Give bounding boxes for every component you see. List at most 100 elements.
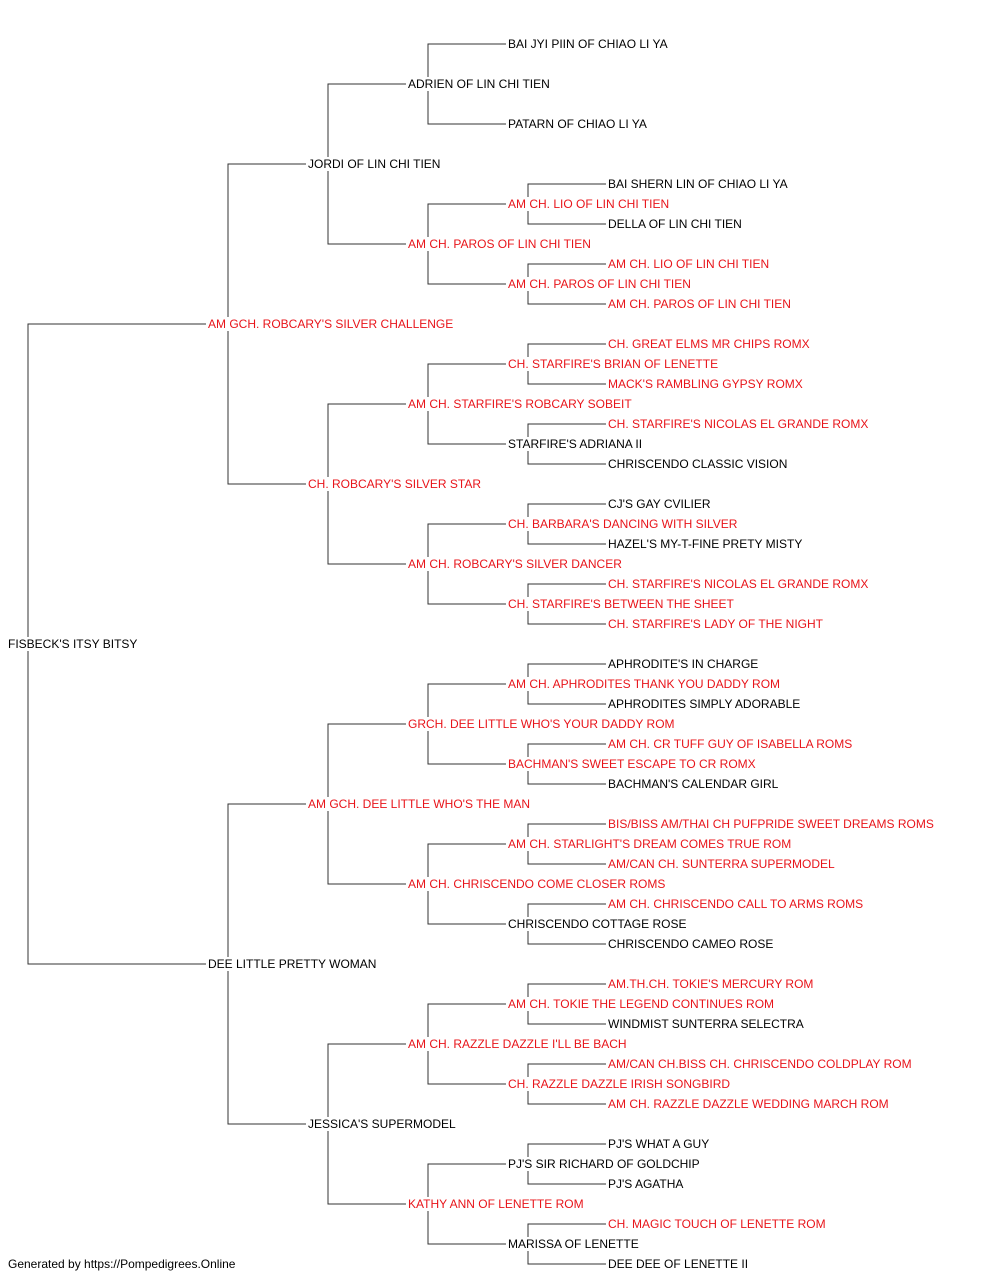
pedigree-node: APHRODITE'S IN CHARGE xyxy=(608,657,758,671)
connector-line xyxy=(327,83,406,245)
dog-name: CH. GREAT ELMS MR CHIPS ROMX xyxy=(608,337,810,351)
pedigree-node: CH. STARFIRE'S BETWEEN THE SHEET xyxy=(508,597,735,611)
dog-name: CHRISCENDO CLASSIC VISION xyxy=(608,457,787,471)
dog-name: AM CH. CHRISCENDO COME CLOSER ROMS xyxy=(408,877,665,891)
dog-name: CHRISCENDO CAMEO ROSE xyxy=(608,937,773,951)
connector-line xyxy=(327,723,406,885)
dog-name: PJ'S WHAT A GUY xyxy=(608,1137,709,1151)
connector-line xyxy=(527,1063,606,1105)
dog-name: AM GCH. ROBCARY'S SILVER CHALLENGE xyxy=(208,317,453,331)
pedigree-node: FISBECK'S ITSY BITSY xyxy=(8,637,137,651)
dog-name: APHRODITES SIMPLY ADORABLE xyxy=(608,697,800,711)
dog-name: AM/CAN CH.BISS CH. CHRISCENDO COLDPLAY R… xyxy=(608,1057,912,1071)
dog-name: STARFIRE'S ADRIANA II xyxy=(508,437,642,451)
dog-name: AM CH. PAROS OF LIN CHI TIEN xyxy=(408,237,591,251)
connector-line xyxy=(427,203,506,285)
connector-line xyxy=(227,803,306,1125)
connector-line xyxy=(227,163,306,485)
pedigree-node: AM CH. PAROS OF LIN CHI TIEN xyxy=(508,277,691,291)
pedigree-node: BACHMAN'S CALENDAR GIRL xyxy=(608,777,779,791)
dog-name: KATHY ANN OF LENETTE ROM xyxy=(408,1197,584,1211)
dog-name: AM/CAN CH. SUNTERRA SUPERMODEL xyxy=(608,857,835,871)
pedigree-node: STARFIRE'S ADRIANA II xyxy=(508,437,642,451)
pedigree-node: ADRIEN OF LIN CHI TIEN xyxy=(408,77,550,91)
connector-line xyxy=(527,583,606,625)
dog-name: AM CH. LIO OF LIN CHI TIEN xyxy=(608,257,769,271)
dog-name: BAI SHERN LIN OF CHIAO LI YA xyxy=(608,177,788,191)
pedigree-node: BACHMAN'S SWEET ESCAPE TO CR ROMX xyxy=(508,757,756,771)
pedigree-node: MACK'S RAMBLING GYPSY ROMX xyxy=(608,377,803,391)
connector-line xyxy=(527,343,606,385)
dog-name: DEE DEE OF LENETTE II xyxy=(608,1257,748,1271)
pedigree-node: AM GCH. ROBCARY'S SILVER CHALLENGE xyxy=(208,317,453,331)
pedigree-node: DELLA OF LIN CHI TIEN xyxy=(608,217,742,231)
dog-name: AM CH. STARLIGHT'S DREAM COMES TRUE ROM xyxy=(508,837,791,851)
pedigree-node: PJ'S WHAT A GUY xyxy=(608,1137,709,1151)
dog-name: DELLA OF LIN CHI TIEN xyxy=(608,217,742,231)
connector-line xyxy=(527,823,606,865)
connector-line xyxy=(427,523,506,605)
pedigree-node: MARISSA OF LENETTE xyxy=(508,1237,639,1251)
connector-line xyxy=(527,183,606,225)
connector-line xyxy=(527,263,606,305)
pedigree-node: AM CH. RAZZLE DAZZLE I'LL BE BACH xyxy=(408,1037,627,1051)
pedigree-node: AM CH. PAROS OF LIN CHI TIEN xyxy=(608,297,791,311)
connector-line xyxy=(427,363,506,445)
dog-name: FISBECK'S ITSY BITSY xyxy=(8,637,137,651)
pedigree-node: PJ'S SIR RICHARD OF GOLDCHIP xyxy=(508,1157,700,1171)
pedigree-node: AM CH. ROBCARY'S SILVER DANCER xyxy=(408,557,622,571)
connector-line xyxy=(527,1143,606,1185)
dog-name: ADRIEN OF LIN CHI TIEN xyxy=(408,77,550,91)
pedigree-node: KATHY ANN OF LENETTE ROM xyxy=(408,1197,584,1211)
connector-line xyxy=(527,423,606,465)
pedigree-node: AM GCH. DEE LITTLE WHO'S THE MAN xyxy=(308,797,530,811)
pedigree-node: HAZEL'S MY-T-FINE PRETY MISTY xyxy=(608,537,802,551)
connector-line xyxy=(427,43,506,125)
connector-line xyxy=(427,1163,506,1245)
pedigree-node: BAI JYI PIIN OF CHIAO LI YA xyxy=(508,37,668,51)
dog-name: AM CH. CR TUFF GUY OF ISABELLA ROMS xyxy=(608,737,852,751)
dog-name: HAZEL'S MY-T-FINE PRETY MISTY xyxy=(608,537,802,551)
dog-name: AM GCH. DEE LITTLE WHO'S THE MAN xyxy=(308,797,530,811)
pedigree-node: AM CH. CHRISCENDO COME CLOSER ROMS xyxy=(408,877,665,891)
dog-name: PATARN OF CHIAO LI YA xyxy=(508,117,647,131)
dog-name: CH. STARFIRE'S LADY OF THE NIGHT xyxy=(608,617,824,631)
pedigree-node: BIS/BISS AM/THAI CH PUFPRIDE SWEET DREAM… xyxy=(608,817,934,831)
pedigree-node: AM CH. STARFIRE'S ROBCARY SOBEIT xyxy=(408,397,632,411)
pedigree-node: CH. RAZZLE DAZZLE IRISH SONGBIRD xyxy=(508,1077,730,1091)
dog-name: AM CH. RAZZLE DAZZLE I'LL BE BACH xyxy=(408,1037,627,1051)
dog-name: BACHMAN'S CALENDAR GIRL xyxy=(608,777,779,791)
pedigree-node: GRCH. DEE LITTLE WHO'S YOUR DADDY ROM xyxy=(408,717,675,731)
dog-name: CH. STARFIRE'S BRIAN OF LENETTE xyxy=(508,357,718,371)
connector-lines xyxy=(27,43,606,1265)
pedigree-node: AM CH. CHRISCENDO CALL TO ARMS ROMS xyxy=(608,897,863,911)
dog-name: AM CH. RAZZLE DAZZLE WEDDING MARCH ROM xyxy=(608,1097,889,1111)
connector-line xyxy=(527,983,606,1025)
pedigree-node: AM/CAN CH.BISS CH. CHRISCENDO COLDPLAY R… xyxy=(608,1057,912,1071)
dog-name: APHRODITE'S IN CHARGE xyxy=(608,657,758,671)
dog-name: BIS/BISS AM/THAI CH PUFPRIDE SWEET DREAM… xyxy=(608,817,934,831)
pedigree-node: AM CH. RAZZLE DAZZLE WEDDING MARCH ROM xyxy=(608,1097,889,1111)
pedigree-node: CH. BARBARA'S DANCING WITH SILVER xyxy=(508,517,738,531)
pedigree-node: WINDMIST SUNTERRA SELECTRA xyxy=(608,1017,804,1031)
connector-line xyxy=(327,1043,406,1205)
pedigree-node: BAI SHERN LIN OF CHIAO LI YA xyxy=(608,177,788,191)
dog-name: AM.TH.CH. TOKIE'S MERCURY ROM xyxy=(608,977,813,991)
pedigree-node: AM CH. TOKIE THE LEGEND CONTINUES ROM xyxy=(508,997,774,1011)
dog-name: CH. MAGIC TOUCH OF LENETTE ROM xyxy=(608,1217,826,1231)
connector-line xyxy=(427,1003,506,1085)
pedigree-node: CHRISCENDO CLASSIC VISION xyxy=(608,457,787,471)
dog-name: WINDMIST SUNTERRA SELECTRA xyxy=(608,1017,804,1031)
dog-name: AM CH. PAROS OF LIN CHI TIEN xyxy=(608,297,791,311)
dog-name: BAI JYI PIIN OF CHIAO LI YA xyxy=(508,37,668,51)
pedigree-node: JORDI OF LIN CHI TIEN xyxy=(308,157,440,171)
connector-line xyxy=(527,663,606,705)
footer-credit: Generated by https://Pompedigrees.Online xyxy=(8,1257,236,1271)
connector-line xyxy=(427,843,506,925)
connector-line xyxy=(427,683,506,765)
pedigree-node: AM CH. PAROS OF LIN CHI TIEN xyxy=(408,237,591,251)
dog-name: CH. STARFIRE'S NICOLAS EL GRANDE ROMX xyxy=(608,417,868,431)
connector-line xyxy=(527,503,606,545)
dog-name: CH. STARFIRE'S BETWEEN THE SHEET xyxy=(508,597,735,611)
